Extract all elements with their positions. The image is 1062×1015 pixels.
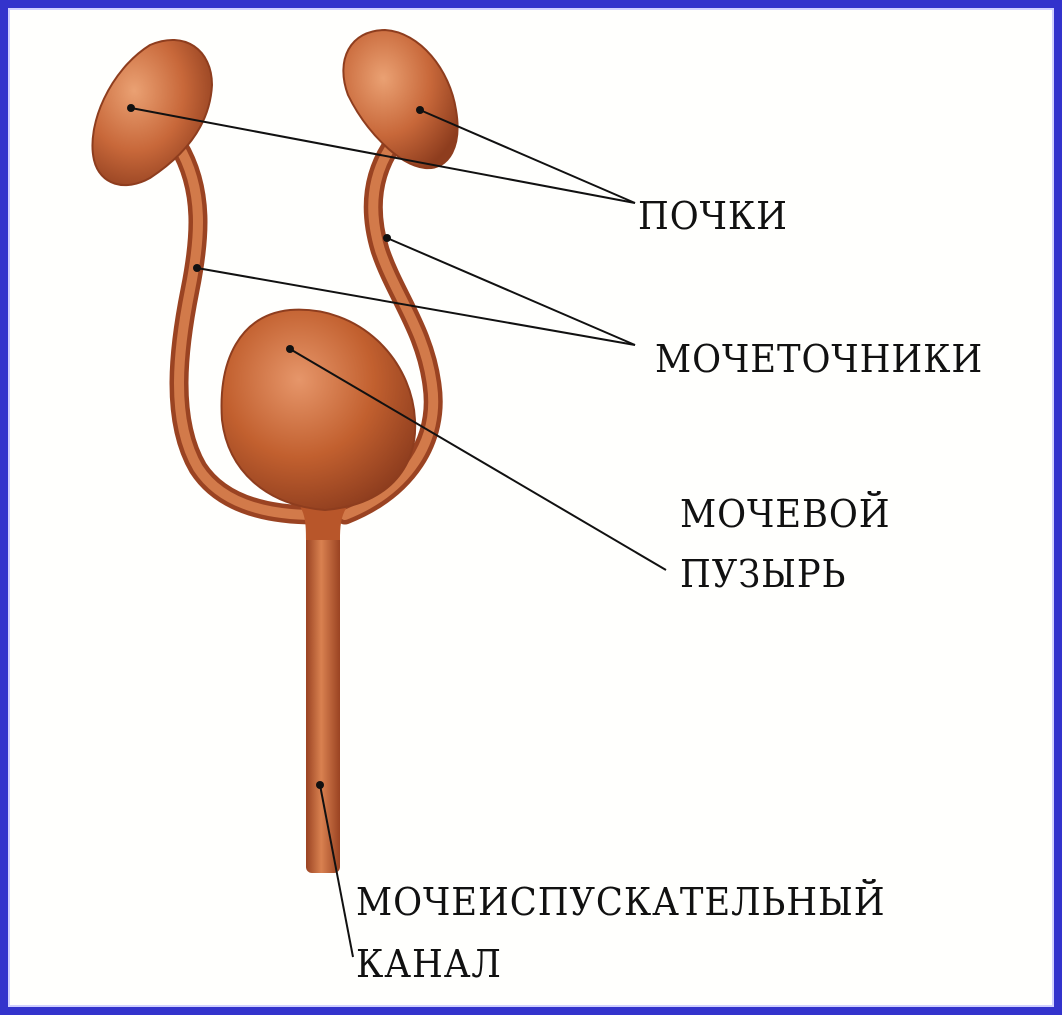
dot-urethra: [316, 781, 324, 789]
leader-line-right-kidney: [420, 110, 635, 203]
kidneys: [92, 30, 457, 185]
right-kidney: [343, 30, 457, 168]
dot-right-ureter: [383, 234, 391, 242]
bladder: [222, 310, 416, 510]
label-urethra-line2: КАНАЛ: [356, 935, 502, 993]
label-urethra-line1: МОЧЕИСПУСКАТЕЛЬНЫЙ: [356, 873, 885, 931]
dot-right-kidney: [416, 106, 424, 114]
dot-left-ureter: [193, 264, 201, 272]
urethra-tube: [306, 505, 340, 873]
label-kidneys: ПОЧКИ: [638, 187, 788, 245]
bladder-body: [222, 310, 416, 510]
dot-left-kidney: [127, 104, 135, 112]
label-bladder-line2: ПУЗЫРЬ: [680, 545, 846, 603]
dot-bladder: [286, 345, 294, 353]
leader-lines: [131, 108, 666, 957]
label-bladder-line1: МОЧЕВОЙ: [680, 485, 891, 543]
label-ureters: МОЧЕТОЧНИКИ: [655, 330, 983, 388]
